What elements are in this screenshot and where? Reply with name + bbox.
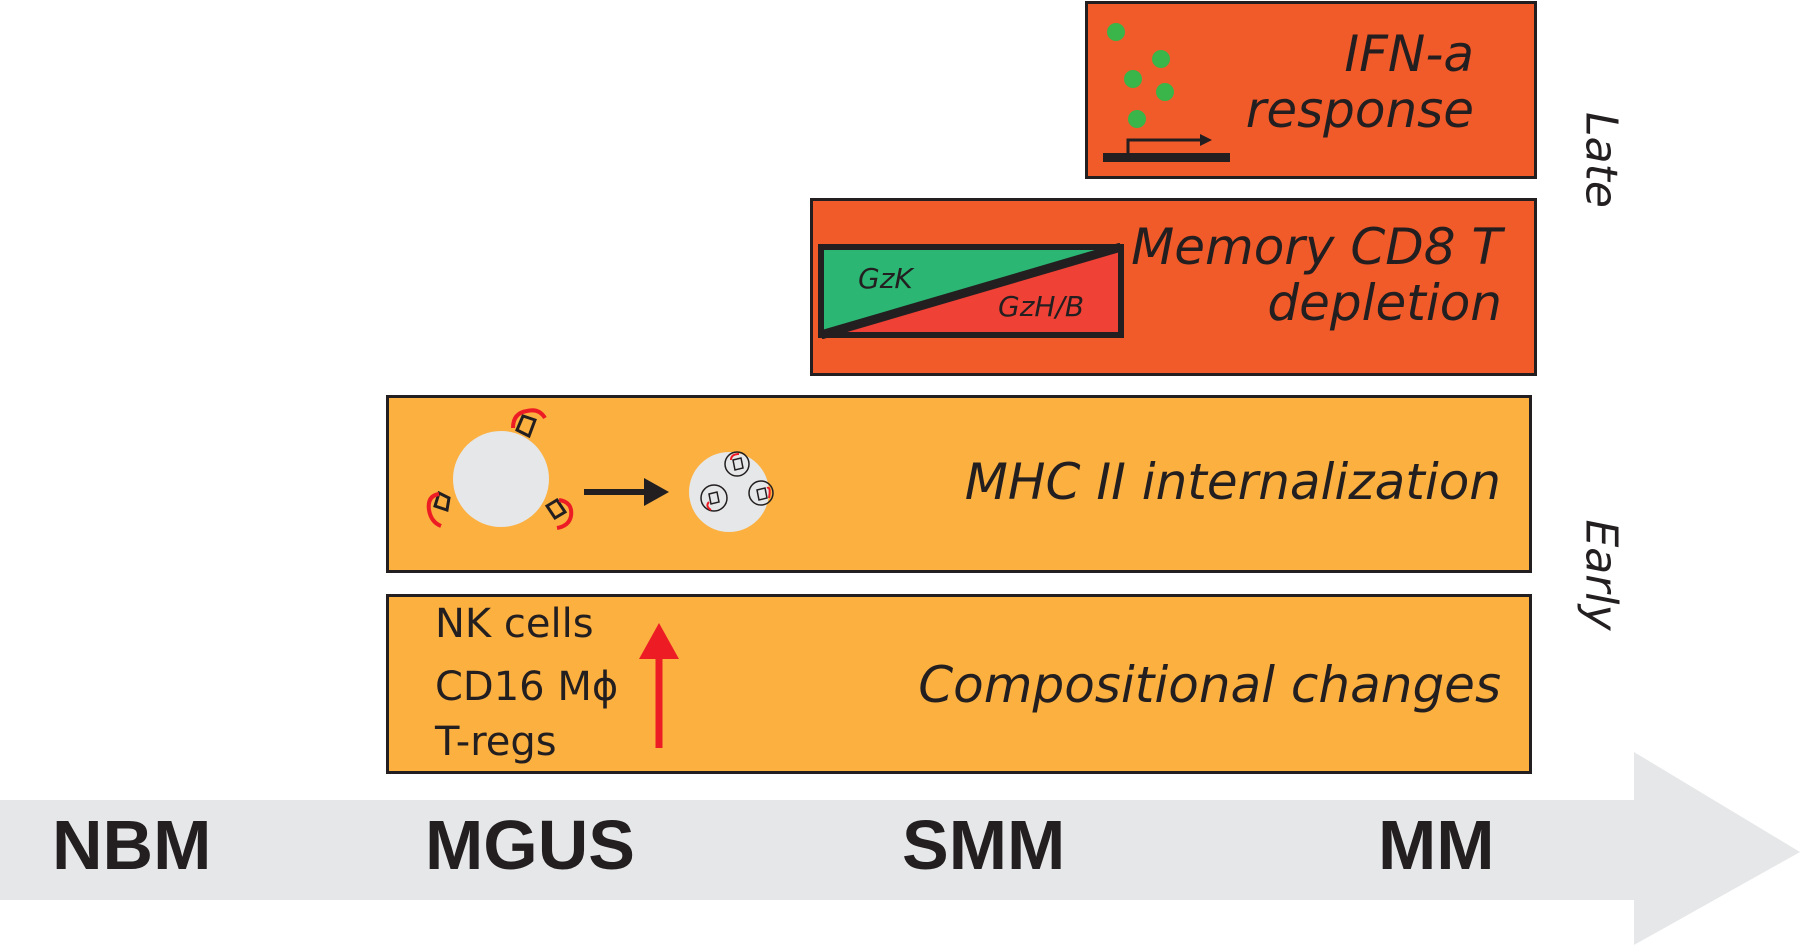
mhc-internalization-box: MHC II internalization	[386, 395, 1532, 573]
cd8-line1: Memory CD8 T	[1131, 218, 1502, 276]
ifn-line2: response	[1245, 81, 1474, 139]
phase-late-label: Late	[1575, 112, 1627, 208]
ifn-dot	[1107, 23, 1125, 41]
ifn-line1: IFN-a	[1344, 25, 1474, 83]
gzk-label: GzK	[858, 262, 913, 295]
compositional-label: Compositional changes	[918, 656, 1501, 714]
cell-type-nk: NK cells	[435, 601, 594, 647]
mhc-molecule-icon	[426, 490, 451, 528]
mhc-label: MHC II internalization	[964, 453, 1501, 511]
cd8-label: Memory CD8 T depletion	[1131, 219, 1502, 331]
mhc-internalization-icon	[426, 408, 774, 532]
increase-arrow-icon	[639, 623, 679, 748]
cell-icon	[453, 431, 549, 527]
granzyme-ratio-icon	[818, 243, 1124, 339]
ifn-response-label: IFN-a response	[1246, 26, 1474, 138]
gzhb-label: GzH/B	[998, 290, 1085, 323]
cytokine-dots-promoter-icon	[1103, 23, 1230, 162]
ifn-dot	[1124, 70, 1142, 88]
cell-internalized-icon	[689, 452, 769, 532]
ifn-response-box: IFN-a response	[1085, 1, 1537, 179]
stage-mm: MM	[1378, 806, 1495, 884]
ifn-dot	[1128, 110, 1146, 128]
mhc-molecule-icon	[511, 408, 547, 439]
cd8-depletion-box: GzK GzH/B Memory CD8 T depletion	[810, 198, 1537, 376]
mhc-molecule-icon	[544, 497, 574, 530]
ifn-dot	[1156, 83, 1174, 101]
dna-strand	[1103, 153, 1230, 162]
stage-nbm: NBM	[52, 806, 212, 884]
stage-smm: SMM	[902, 806, 1066, 884]
phase-early-label: Early	[1575, 519, 1627, 631]
cell-type-tregs: T-regs	[435, 719, 557, 765]
cell-type-cd16: CD16 Mϕ	[435, 664, 619, 710]
promoter-arrow	[1126, 138, 1200, 153]
cd8-line2: depletion	[1267, 274, 1502, 332]
compositional-changes-box: NK cells CD16 Mϕ T-regs Compositional ch…	[386, 594, 1532, 774]
stage-mgus: MGUS	[425, 806, 635, 884]
cell-type-list: NK cells CD16 Mϕ T-regs	[435, 601, 618, 769]
ifn-dot	[1152, 50, 1170, 68]
